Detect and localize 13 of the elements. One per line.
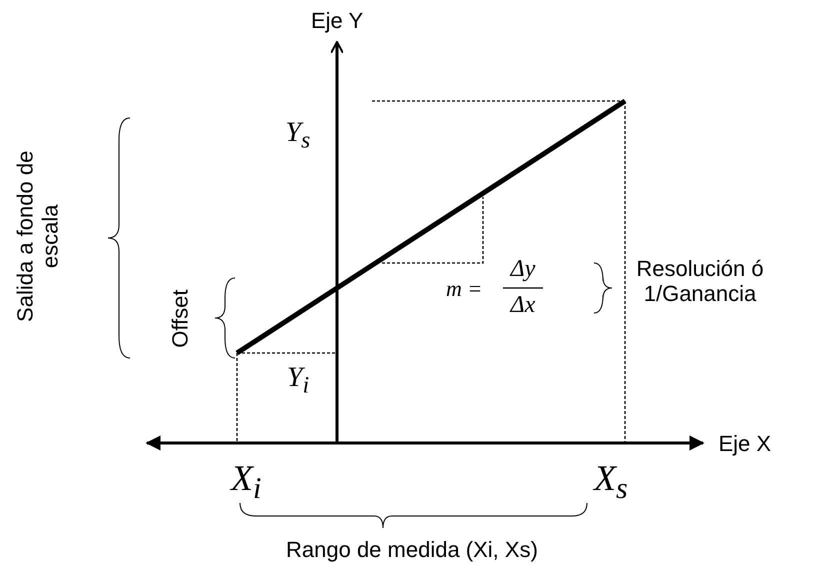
math-symbol: Y$_{s}$ <box>286 116 310 154</box>
annotation: Resolución ó 1/Ganancia <box>635 256 765 306</box>
axis-label: Eje X <box>718 430 772 456</box>
axis-annotation: Rango de medida (Xi, Xs) <box>286 536 538 562</box>
math-symbol: X$_{i}$ <box>231 458 262 506</box>
axis-label: Eje Y <box>311 8 364 33</box>
math-symbol: Δy <box>510 256 536 284</box>
math-symbol: Δx <box>510 292 536 320</box>
math-symbol: Y$_{i}$ <box>287 362 310 399</box>
math-symbol: X$_{s}$ <box>594 458 628 506</box>
annotation: Offset <box>168 289 193 348</box>
math-symbol: m = <box>446 276 482 301</box>
axis-annotation: Salida a fondo de escala <box>12 149 64 324</box>
